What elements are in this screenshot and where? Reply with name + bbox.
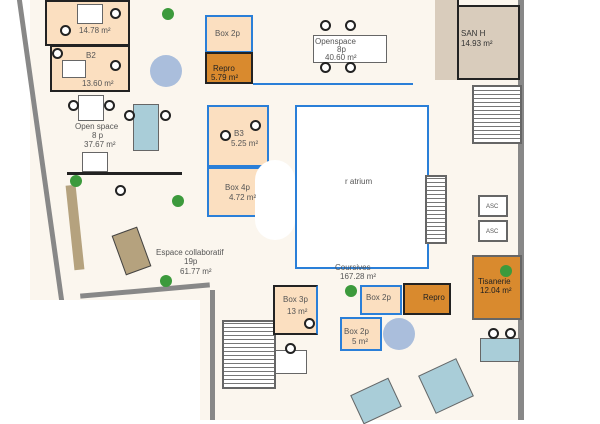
room-name: Box 2p bbox=[366, 293, 391, 302]
atrium-void bbox=[255, 160, 295, 240]
chair bbox=[505, 328, 516, 339]
chair bbox=[60, 25, 71, 36]
chair bbox=[68, 100, 79, 111]
room-name: Box 2p bbox=[344, 327, 369, 336]
room-name: Box 3p bbox=[283, 295, 308, 304]
room-area: 14.78 m² bbox=[79, 26, 111, 35]
room-name: Box 2p bbox=[215, 29, 240, 38]
chair bbox=[160, 110, 171, 121]
repro-top[interactable]: Repro 5.79 m² bbox=[205, 52, 253, 84]
san-h[interactable]: SAN H 14.93 m² bbox=[455, 5, 520, 80]
room-area: 4.72 m² bbox=[229, 193, 257, 202]
box-2p-mid[interactable]: Box 2p bbox=[360, 285, 402, 315]
box-2p-top[interactable]: Box 2p bbox=[205, 15, 253, 53]
box-2p-low[interactable]: Box 2p 5 m² bbox=[340, 317, 382, 351]
room-area: 14.93 m² bbox=[461, 39, 493, 48]
room-name: Box 4p bbox=[225, 183, 250, 192]
room-area: 12.04 m² bbox=[480, 286, 512, 295]
room-name: Openspace bbox=[315, 37, 356, 46]
outside bbox=[0, 300, 200, 420]
room-area: 5 m² bbox=[352, 337, 368, 346]
chair bbox=[104, 100, 115, 111]
room-name: B2 bbox=[86, 51, 96, 60]
desk bbox=[82, 152, 108, 172]
room-name: Repro bbox=[423, 293, 445, 302]
desk bbox=[133, 104, 159, 151]
wall bbox=[210, 290, 215, 420]
chair bbox=[124, 110, 135, 121]
plant-icon bbox=[70, 175, 82, 187]
tisanerie[interactable]: Tisanerie 12.04 m² bbox=[472, 255, 522, 320]
openspace-8p-top[interactable]: Openspace 8p 40.60 m² bbox=[253, 15, 413, 85]
plant-icon bbox=[172, 195, 184, 207]
coursives-name: Coursives bbox=[335, 263, 371, 272]
meeting-table bbox=[111, 226, 152, 276]
elevator-label: ASC bbox=[486, 229, 499, 235]
stairs-east bbox=[472, 85, 522, 144]
desk bbox=[78, 95, 104, 121]
room-area: 40.60 m² bbox=[325, 53, 357, 62]
room-name: SAN H bbox=[461, 29, 486, 38]
room-area: 13 m² bbox=[287, 307, 308, 316]
coursives-area: 167.28 m² bbox=[340, 272, 377, 281]
room-area: 37.67 m² bbox=[84, 140, 116, 149]
room-name: Espace collaboratif bbox=[156, 248, 224, 257]
chair bbox=[250, 120, 261, 131]
partition bbox=[67, 172, 182, 175]
room-area: 61.77 m² bbox=[180, 267, 212, 276]
room-name: Tisanerie bbox=[478, 277, 511, 286]
office-b2-top[interactable]: 14.78 m² bbox=[45, 0, 130, 46]
room-capacity: 8 p bbox=[92, 131, 104, 140]
chair bbox=[220, 130, 231, 141]
plant-icon bbox=[162, 8, 174, 20]
room-capacity: 8p bbox=[337, 45, 346, 54]
chair bbox=[52, 48, 63, 59]
lounge-area bbox=[150, 55, 182, 87]
desk bbox=[62, 60, 86, 78]
room-capacity: 19p bbox=[184, 257, 198, 266]
room-name: r atrium bbox=[345, 177, 373, 186]
open-space-8p-left[interactable]: Open space 8 p 37.67 m² bbox=[60, 92, 180, 174]
room-area: 13.60 m² bbox=[82, 79, 114, 88]
room-name: Open space bbox=[75, 122, 119, 131]
elevator: ASC bbox=[478, 195, 508, 217]
chair bbox=[488, 328, 499, 339]
chair bbox=[320, 20, 331, 31]
chair bbox=[304, 318, 315, 329]
lounge-area bbox=[383, 318, 415, 350]
plant-icon bbox=[345, 285, 357, 297]
plant-icon bbox=[500, 265, 512, 277]
chair bbox=[115, 185, 126, 196]
office-b3[interactable]: B3 5.25 m² bbox=[207, 105, 269, 167]
desk bbox=[275, 350, 307, 374]
repro-mid[interactable]: Repro bbox=[403, 283, 451, 315]
room-name: Repro bbox=[213, 64, 235, 73]
facade-wall-east bbox=[518, 0, 524, 420]
chair bbox=[110, 60, 121, 71]
chair bbox=[345, 20, 356, 31]
room-area: 5.25 m² bbox=[231, 139, 259, 148]
chair bbox=[345, 62, 356, 73]
plant-icon bbox=[160, 275, 172, 287]
stairs-atrium bbox=[425, 175, 447, 244]
espace-collaboratif[interactable]: Espace collaboratif 19p 61.77 m² bbox=[60, 175, 250, 290]
desk bbox=[77, 4, 103, 24]
stairs-west bbox=[222, 320, 276, 389]
sanitary-lobby bbox=[435, 0, 459, 80]
elevator-label: ASC bbox=[486, 204, 499, 210]
desk bbox=[480, 338, 520, 362]
chair bbox=[320, 62, 331, 73]
room-area: 5.79 m² bbox=[211, 73, 239, 82]
room-name: B3 bbox=[234, 129, 244, 138]
chair bbox=[110, 8, 121, 19]
chair bbox=[285, 343, 296, 354]
atrium: r atrium bbox=[295, 105, 429, 269]
elevator: ASC bbox=[478, 220, 508, 242]
